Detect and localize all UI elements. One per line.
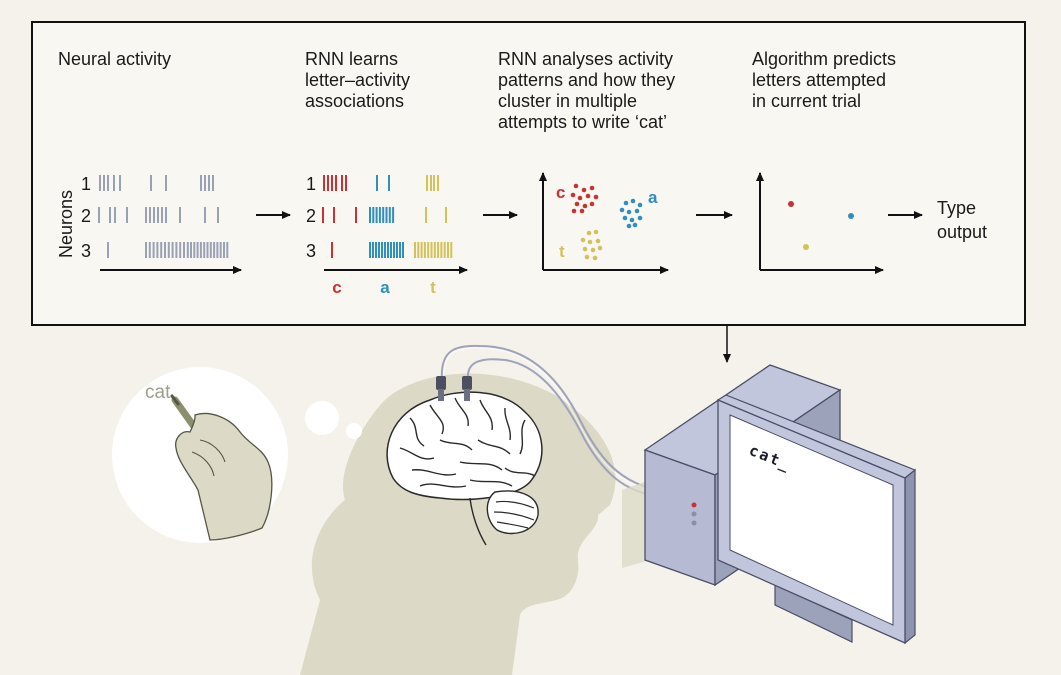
handwritten-word: cat [145,382,171,403]
thought-bubble-small [305,401,339,435]
neuron-number-1: 1 [306,174,316,194]
cluster-dot [580,237,586,243]
predicted-point-t [803,244,809,250]
cluster-dot [595,238,601,244]
letter-c-label: c [332,278,341,297]
neuron-number-1: 1 [81,174,91,194]
cluster-dot [585,193,591,199]
raster-letter-associations [322,175,453,258]
cluster-a-label: a [648,188,658,207]
cluster-dot [577,195,583,201]
step2-title: RNN learns letter–activity associations [305,49,415,111]
cluster-dot [637,202,643,208]
cluster-dot [622,215,628,221]
cluster-dot [573,183,579,189]
cluster-dot [579,208,585,214]
cluster-dot [593,194,599,200]
cluster-dot [586,230,592,236]
predicted-point-a [848,213,854,219]
cluster-dot [570,192,576,198]
cluster-dot [590,247,596,253]
neuron-number-3: 3 [306,241,316,261]
letter-t-label: t [430,278,436,297]
cluster-points [570,183,643,261]
cluster-dot [619,207,625,213]
cluster-dot [574,201,580,207]
cluster-dot [587,239,593,245]
neuron-number-2: 2 [306,206,316,226]
predicted-point-c [788,201,794,207]
cluster-dot [632,222,638,228]
step4-title: Algorithm predicts letters attempted in … [752,49,901,111]
step1-title: Neural activity [58,49,171,69]
cluster-dot [581,187,587,193]
cluster-dot [582,246,588,252]
cluster-dot [589,201,595,207]
brain-illustration [386,391,543,546]
cluster-dot [634,208,640,214]
monitor-screen [729,414,894,626]
cluster-dot [571,208,577,214]
cluster-dot [629,217,635,223]
cluster-dot [589,185,595,191]
neuron-number-2: 2 [81,206,91,226]
raster-neural-activity [98,175,229,258]
type-output-label: Type output [937,198,987,242]
neurons-axis-label: Neurons [56,190,76,258]
cluster-dot [592,255,598,261]
cluster-dot [597,245,603,251]
computer: cat_ [622,364,917,645]
cluster-t-label: t [559,242,565,261]
thought-bubble-tiny [346,423,362,439]
neuron-number-3: 3 [81,241,91,261]
implant-connectors [436,376,472,401]
power-led [691,502,697,508]
cluster-dot [593,229,599,235]
cluster-dot [630,198,636,204]
step3-title: RNN analyses activity patterns and how t… [498,49,680,132]
cluster-dot [626,209,632,215]
cluster-dot [584,254,590,260]
cluster-dot [626,223,632,229]
writing-hand [170,394,273,541]
cluster-dot [637,215,643,221]
cluster-c-label: c [556,183,565,202]
process-panel [31,21,1026,326]
cluster-dot [582,203,588,209]
cluster-dot [623,200,629,206]
letter-a-label: a [380,278,390,297]
